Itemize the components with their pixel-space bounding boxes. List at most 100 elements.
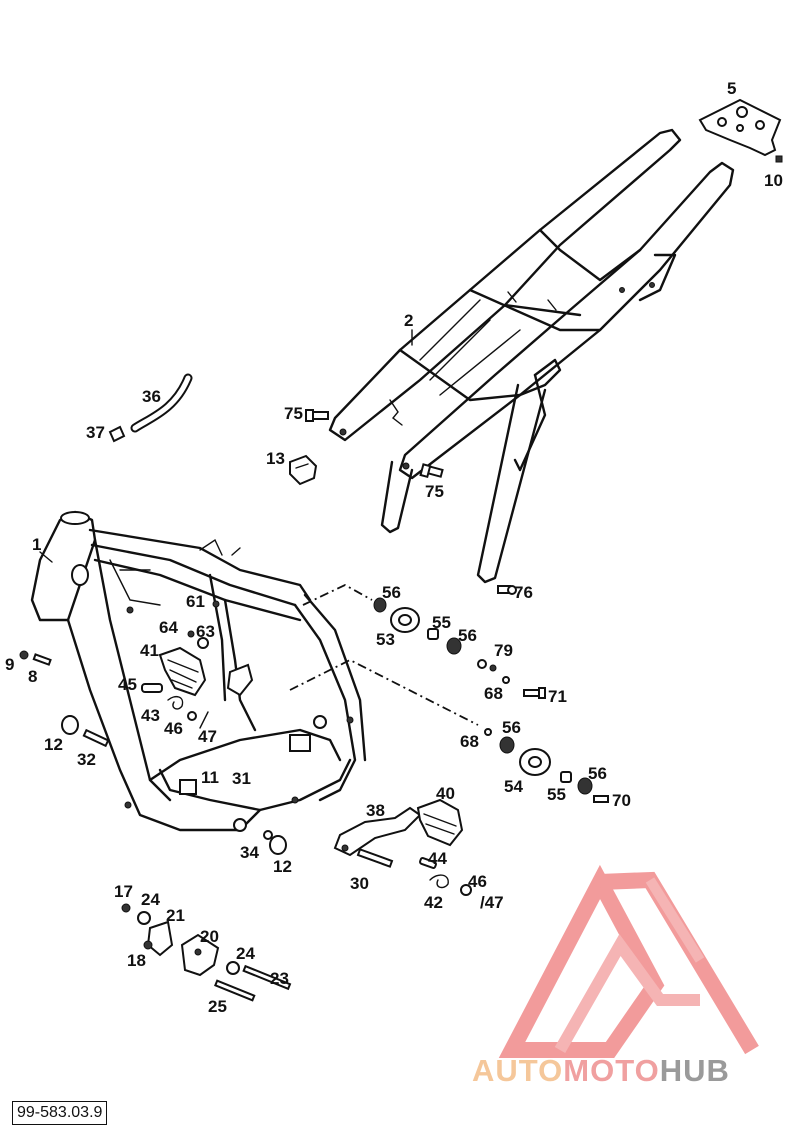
- watermark-logo: [498, 864, 759, 1058]
- label-17: 17: [114, 882, 133, 901]
- label-55-lower: 55: [547, 785, 566, 804]
- label-56-right: 56: [588, 764, 607, 783]
- label-30: 30: [350, 874, 369, 893]
- label-47-right: /47: [480, 893, 504, 912]
- watermark-moto: MOTO: [563, 1053, 660, 1088]
- rear-subframe: [328, 128, 735, 584]
- label-54: 54: [504, 777, 523, 796]
- part-labels: 1 2 5 10 36 37 75 75 13 76 56 53 55 56 7…: [5, 79, 783, 1016]
- rubber-block-13: [289, 454, 318, 486]
- label-70: 70: [612, 791, 631, 810]
- label-64: 64: [159, 618, 178, 637]
- screw-18: [143, 940, 153, 950]
- label-10: 10: [764, 171, 783, 190]
- bolt-70: [593, 795, 609, 803]
- label-1: 1: [32, 535, 41, 554]
- label-75-upper: 75: [284, 404, 303, 423]
- label-20: 20: [200, 927, 219, 946]
- label-36: 36: [142, 387, 161, 406]
- bolt-23: [242, 964, 292, 991]
- washer-79: [477, 659, 497, 672]
- label-32: 32: [77, 750, 96, 769]
- bushing-56-upper: [373, 597, 387, 613]
- pin-45: [141, 683, 163, 693]
- label-76: 76: [514, 583, 533, 602]
- label-47-left: 47: [198, 727, 217, 746]
- label-53: 53: [376, 630, 395, 649]
- washer-34: [263, 830, 273, 840]
- label-11: 11: [201, 768, 219, 787]
- label-43: 43: [141, 706, 160, 725]
- label-12-lower: 12: [273, 857, 292, 876]
- spacer-55-upper: [427, 628, 439, 640]
- label-68-upper: 68: [484, 684, 503, 703]
- label-55-upper: 55: [432, 613, 451, 632]
- label-34: 34: [240, 843, 259, 862]
- label-56-mid: 56: [458, 626, 477, 645]
- washer-24-upper: [137, 911, 151, 925]
- screw-61: [212, 600, 220, 608]
- bolt-25: [214, 979, 256, 1002]
- label-38: 38: [366, 801, 385, 820]
- bolt-32: [82, 728, 110, 748]
- bracket-20: [180, 933, 220, 977]
- bushing-12-lower: [269, 835, 287, 855]
- label-23: 23: [270, 969, 289, 988]
- bolt-8: [32, 653, 52, 666]
- label-42: 42: [424, 893, 443, 912]
- label-46-left: 46: [164, 719, 183, 738]
- clip-47-left: [199, 711, 209, 729]
- axis-line-lower: [289, 658, 479, 726]
- pin-44: [419, 857, 437, 869]
- label-75-lower: 75: [425, 482, 444, 501]
- label-79: 79: [494, 641, 513, 660]
- label-40: 40: [436, 784, 455, 803]
- label-37: 37: [86, 423, 105, 442]
- main-frame: [30, 510, 367, 832]
- bracket-38: [333, 806, 422, 857]
- spring-42: [429, 874, 449, 889]
- label-41: 41: [140, 641, 159, 660]
- label-71: 71: [548, 687, 567, 706]
- label-13: 13: [266, 449, 285, 468]
- bushing-12-left: [61, 715, 79, 735]
- nut-64: [187, 630, 195, 638]
- label-9: 9: [5, 655, 14, 674]
- label-31: 31: [232, 769, 251, 788]
- label-24-upper: 24: [141, 890, 160, 909]
- bushing-56-mid: [446, 637, 462, 655]
- label-21: 21: [166, 906, 185, 925]
- nut-68-upper: [502, 676, 510, 684]
- bolt-75-lower: [419, 463, 444, 479]
- bolt-71: [523, 687, 546, 699]
- label-45: 45: [118, 675, 137, 694]
- label-8: 8: [28, 667, 37, 686]
- label-56-lower: 56: [502, 718, 521, 737]
- washer-24-lower: [226, 961, 240, 975]
- spring-43: [167, 695, 184, 710]
- label-12-left: 12: [44, 735, 63, 754]
- footpeg-40: [416, 798, 464, 847]
- bracket-21: [146, 920, 174, 957]
- document-code: 99-583.03.9: [12, 1101, 108, 1125]
- label-61: 61: [186, 592, 205, 611]
- screw-17: [121, 903, 131, 913]
- label-24-lower: 24: [236, 944, 255, 963]
- footrest-41: [158, 646, 254, 697]
- label-63: 63: [196, 622, 215, 641]
- breather-tube-36: [108, 373, 193, 443]
- washer-46-left: [187, 711, 197, 721]
- nut-9: [19, 650, 29, 660]
- label-18: 18: [127, 951, 146, 970]
- axis-line-upper: [302, 583, 373, 606]
- watermark-hub: HUB: [659, 1053, 730, 1088]
- watermark-text: AUTOMOTOHUB: [472, 1053, 730, 1089]
- label-56-upper: 56: [382, 583, 401, 602]
- pin-30: [356, 848, 394, 868]
- label-5: 5: [727, 79, 736, 98]
- bushing-56-right: [577, 777, 593, 795]
- bushing-56-lower: [499, 736, 515, 754]
- washer-46-right: [460, 884, 472, 896]
- label-44: 44: [428, 849, 447, 868]
